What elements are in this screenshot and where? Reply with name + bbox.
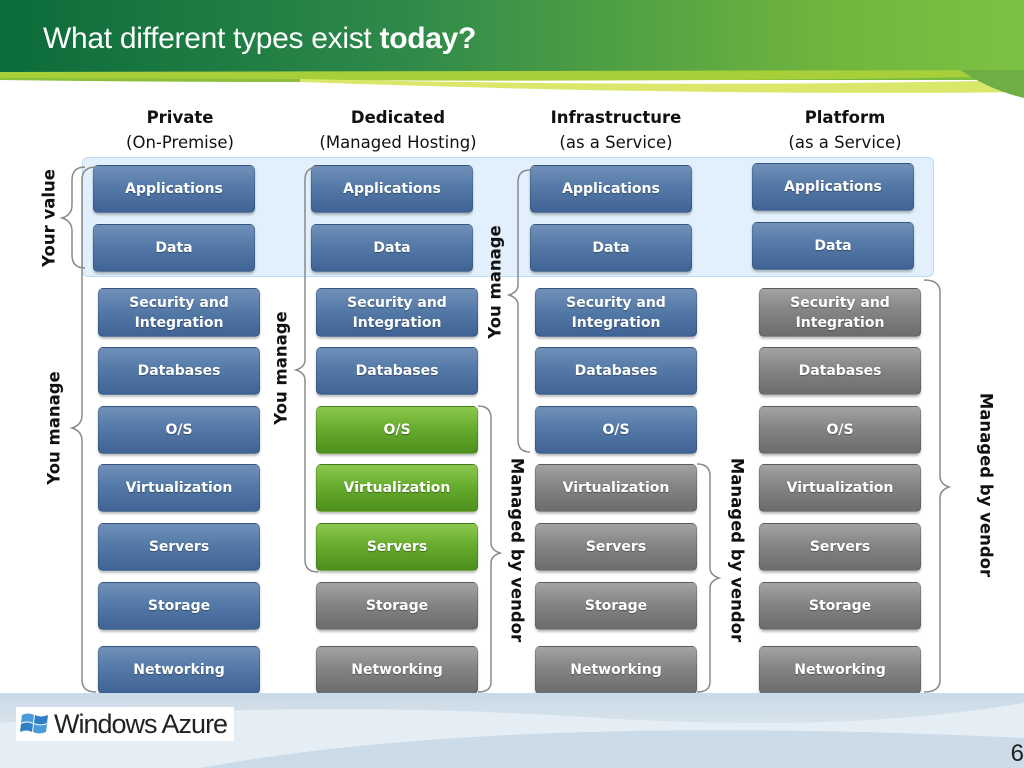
private-databases-box: Databases (98, 347, 260, 395)
title-regular-text: What different types exist (43, 22, 380, 55)
column-header-platform: Platform (as a Service) (740, 105, 950, 155)
iaas-managed-by-vendor-label: Managed by vendor (727, 457, 747, 643)
dedicated-servers-box: Servers (316, 523, 478, 571)
iaas-virtualization-box: Virtualization (535, 464, 697, 512)
paas-storage-box: Storage (759, 582, 921, 630)
logo-text: Windows Azure (54, 708, 228, 739)
iaas-applications-box: Applications (530, 165, 692, 213)
column-header-private: Private (On-Premise) (75, 105, 285, 155)
paas-applications-box: Applications (752, 163, 914, 211)
paas-managed-by-vendor-label: Managed by vendor (976, 392, 996, 578)
private-storage-box: Storage (98, 582, 260, 630)
paas-data-box: Data (752, 222, 914, 270)
iaas-os-box: O/S (535, 406, 697, 454)
private-os-box: O/S (98, 406, 260, 454)
windows-flag-icon (20, 713, 48, 734)
private-servers-box: Servers (98, 523, 260, 571)
paas-networking-box: Networking (759, 646, 921, 694)
private-security-box: Security and Integration (98, 288, 260, 337)
iaas-databases-box: Databases (535, 347, 697, 395)
paas-servers-box: Servers (759, 523, 921, 571)
private-virtualization-box: Virtualization (98, 464, 260, 512)
iaas-storage-box: Storage (535, 582, 697, 630)
column-subtitle: (as a Service) (559, 133, 673, 152)
dedicated-data-box: Data (311, 224, 473, 272)
paas-virtualization-box: Virtualization (759, 464, 921, 512)
dedicated-applications-box: Applications (311, 165, 473, 213)
iaas-data-box: Data (530, 224, 692, 272)
column-subtitle: (Managed Hosting) (319, 133, 477, 152)
column-title: Platform (804, 108, 886, 127)
page-number: 6 (1010, 740, 1024, 767)
decorative-ribbon (0, 70, 1024, 98)
dedicated-security-box: Security and Integration (316, 288, 478, 337)
dedicated-storage-box: Storage (316, 582, 478, 630)
footer-swoosh (0, 703, 1024, 768)
your-value-label: Your value (39, 169, 59, 267)
iaas-servers-box: Servers (535, 523, 697, 571)
paas-databases-box: Databases (759, 347, 921, 395)
column-header-dedicated: Dedicated (Managed Hosting) (293, 105, 503, 155)
column-title: Dedicated (350, 108, 446, 127)
column-title: Infrastructure (550, 108, 682, 127)
column-subtitle: (as a Service) (788, 133, 902, 152)
paas-security-box: Security and Integration (759, 288, 921, 337)
paas-os-box: O/S (759, 406, 921, 454)
iaas-security-box: Security and Integration (535, 288, 697, 337)
iaas-you-manage-label: You manage (485, 225, 505, 339)
private-applications-box: Applications (93, 165, 255, 213)
title-bold-text: today? (379, 22, 477, 55)
dedicated-managed-by-vendor-label: Managed by vendor (507, 457, 527, 643)
title-bar: What different types exist today? (0, 0, 1024, 80)
dedicated-you-manage-label: You manage (271, 311, 291, 425)
column-header-infrastructure: Infrastructure (as a Service) (511, 105, 721, 155)
slide-title: What different types exist today? (43, 22, 476, 56)
dedicated-virtualization-box: Virtualization (316, 464, 478, 512)
dedicated-os-box: O/S (316, 406, 478, 454)
iaas-networking-box: Networking (535, 646, 697, 694)
brace-dedicated-vendor (477, 405, 503, 693)
windows-azure-logo: Windows Azure (16, 707, 234, 741)
column-title: Private (146, 108, 214, 127)
brace-iaas-vendor (696, 463, 722, 693)
private-you-manage-label: You manage (44, 371, 64, 485)
dedicated-networking-box: Networking (316, 646, 478, 694)
dedicated-databases-box: Databases (316, 347, 478, 395)
private-data-box: Data (93, 224, 255, 272)
brace-paas-vendor (923, 279, 952, 693)
private-networking-box: Networking (98, 646, 260, 694)
column-subtitle: (On-Premise) (126, 133, 234, 152)
